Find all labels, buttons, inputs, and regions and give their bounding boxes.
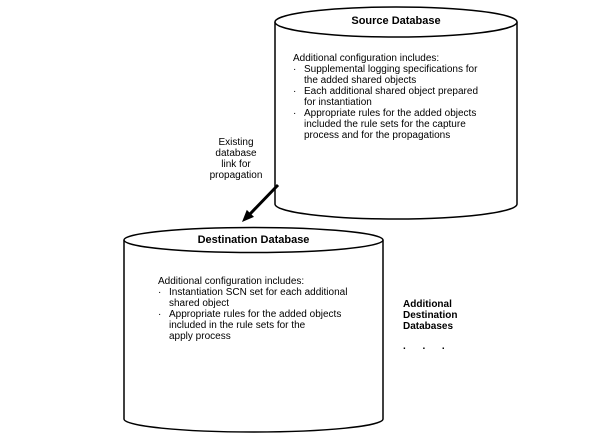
destination-config-bullet: · Appropriate rules for the added object…	[158, 309, 342, 342]
bullet-dot-icon: ·	[293, 108, 297, 119]
source-config-bullet: · Each additional shared object prepared…	[293, 86, 479, 108]
bullet-dot-icon: ·	[158, 287, 162, 298]
source-config-text: Additional configuration includes: · Sup…	[293, 53, 511, 141]
source-config-header: Additional configuration includes:	[293, 53, 440, 64]
destination-database-cylinder	[123, 226, 384, 433]
database-link-label: Existing database link for propagation	[209, 137, 263, 181]
bullet-dot-icon: ·	[158, 309, 162, 320]
source-database-cylinder	[274, 6, 518, 220]
ellipsis-dots: . . .	[403, 341, 445, 352]
bullet-dot-icon: ·	[293, 86, 297, 97]
source-database-title: Source Database	[351, 15, 441, 27]
bullet-dot-icon: ·	[293, 64, 297, 75]
destination-config-bullet: · Instantiation SCN set for each additio…	[158, 287, 348, 309]
source-config-bullet: · Appropriate rules for the added object…	[293, 108, 477, 141]
destination-config-header: Additional configuration includes:	[158, 276, 305, 287]
source-config-bullet: · Supplemental logging specifications fo…	[293, 64, 478, 86]
propagation-arrow	[242, 183, 280, 222]
destination-config-text: Additional configuration includes: · Ins…	[158, 276, 376, 342]
additional-destination-databases-label: Additional Destination Databases	[403, 299, 458, 332]
destination-database-title: Destination Database	[197, 234, 310, 246]
